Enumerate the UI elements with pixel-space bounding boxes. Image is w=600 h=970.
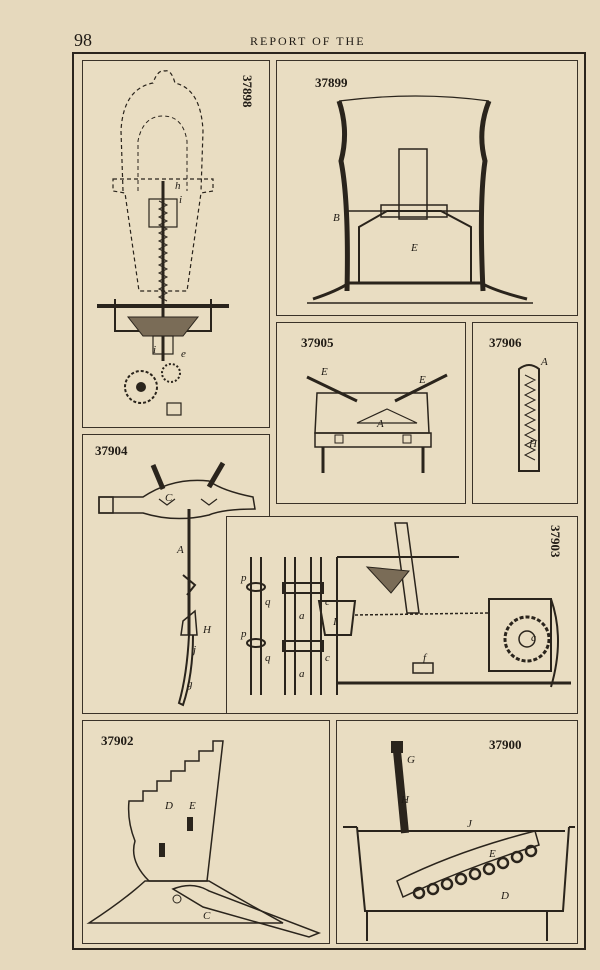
figure-letter: i xyxy=(179,194,182,206)
figure-37898-drawing: h i i e xyxy=(97,70,229,416)
figure-letter: I xyxy=(332,616,338,628)
figure-letter: C xyxy=(203,910,211,922)
figure-37902: 37902 D E C xyxy=(82,720,330,944)
figure-number: 37904 xyxy=(95,443,128,458)
figure-letter: j xyxy=(191,644,196,656)
figure-37905-drawing: E E A xyxy=(306,366,448,473)
figure-letter: c xyxy=(531,632,536,644)
figure-37900: 37900 G H J E D xyxy=(336,720,578,944)
figure-37905: 37905 E E A xyxy=(276,322,466,504)
figure-letter: E xyxy=(418,374,426,386)
figure-37903-drawing: p p q q a a c c I f c xyxy=(240,522,571,695)
figure-letter: E xyxy=(188,800,196,812)
figure-letter: A xyxy=(176,544,184,556)
figure-37902-drawing: D E C xyxy=(86,740,322,938)
figure-number: 37906 xyxy=(489,335,522,350)
figure-letter: c xyxy=(325,652,330,664)
figure-letter: a xyxy=(299,610,305,622)
figure-letter: a xyxy=(299,668,305,680)
figure-letter: G xyxy=(407,754,415,766)
figure-letter: q xyxy=(265,596,271,608)
figure-letter: g xyxy=(187,678,193,690)
figure-number: 37900 xyxy=(489,737,522,752)
page-header: 98 REPORT OF THE xyxy=(0,28,600,52)
figure-37906-drawing: A H xyxy=(518,356,548,472)
figure-37898: 37898 h i i e xyxy=(82,60,270,428)
running-title: REPORT OF THE xyxy=(250,34,366,48)
figure-37899: 37899 B E xyxy=(276,60,578,316)
figure-number: 37899 xyxy=(315,75,348,90)
figure-letter: e xyxy=(181,348,186,360)
figure-letter: q xyxy=(265,652,271,664)
figure-letter: B xyxy=(333,212,340,224)
figure-letter: f xyxy=(423,652,428,664)
figure-letter: D xyxy=(500,890,509,902)
figure-letter: A xyxy=(540,356,548,368)
figure-letter: H xyxy=(202,624,212,636)
figure-letter: H xyxy=(528,438,538,450)
figure-37900-drawing: G H J E D xyxy=(343,741,575,941)
figure-letter: C xyxy=(165,492,173,504)
figure-letter: c xyxy=(325,596,330,608)
page-number: 98 xyxy=(74,30,92,50)
figure-37899-drawing: B E xyxy=(307,95,533,304)
figure-number: 37902 xyxy=(101,733,134,748)
figure-letter: E xyxy=(410,242,418,254)
figure-number: 37905 xyxy=(301,335,334,350)
figure-letter: p xyxy=(240,572,247,584)
figure-letter: D xyxy=(164,800,173,812)
figure-letter: H xyxy=(400,794,410,806)
figure-37906: 37906 A H xyxy=(472,322,578,504)
figure-letter: J xyxy=(467,818,473,830)
figure-letter: A xyxy=(376,418,384,430)
patent-plate: 37898 h i i e 37899 xyxy=(72,52,586,950)
figure-letter: E xyxy=(488,848,496,860)
figure-37903: 37903 p p q q xyxy=(226,516,578,714)
figure-letter: i xyxy=(153,344,156,356)
figure-letter: h xyxy=(175,180,181,192)
figure-letter: E xyxy=(320,366,328,378)
figure-37904-drawing: C A H j g xyxy=(98,461,256,707)
figure-letter: p xyxy=(240,628,247,640)
